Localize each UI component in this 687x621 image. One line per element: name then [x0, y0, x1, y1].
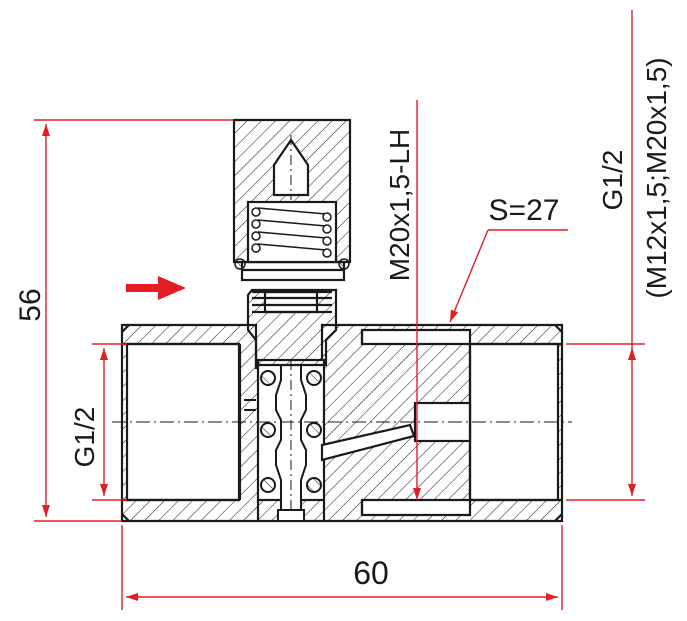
inlet-thread-label: G1/2	[69, 407, 100, 468]
valve-body	[120, 323, 564, 523]
spindle-assembly	[244, 360, 322, 522]
width-dimension-label: 60	[353, 555, 389, 591]
spindle-thread-label: M20x1,5-LH	[384, 129, 415, 282]
valve-bonnet	[240, 260, 346, 367]
height-dimension-label: 56	[14, 288, 47, 321]
valve-cap	[232, 118, 352, 270]
arrow-right-icon	[126, 276, 186, 300]
dimension-lines	[34, 10, 645, 610]
outlet-thread-label: G1/2	[597, 150, 628, 211]
wrench-size-label: S=27	[489, 194, 560, 227]
outlet-thread-alt-label: (M12x1,5;M20x1,5)	[641, 57, 672, 298]
